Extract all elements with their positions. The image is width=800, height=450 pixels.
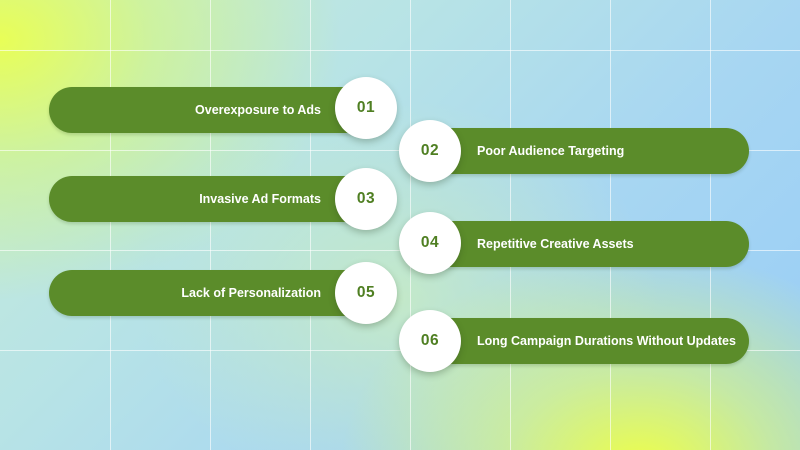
item-01-number: 01: [356, 99, 376, 116]
item-03-number: 03: [356, 190, 376, 207]
item-05-label: Lack of Personalization: [181, 286, 321, 300]
item-01-label: Overexposure to Ads: [195, 103, 321, 117]
item-01-badge: 01: [335, 77, 397, 139]
grid-line: [0, 50, 800, 51]
item-04-badge: 04: [399, 212, 461, 274]
item-04-label: Repetitive Creative Assets: [477, 237, 634, 251]
item-04-bar: [430, 221, 749, 267]
grid-line: [110, 0, 111, 450]
item-04-number: 04: [420, 234, 440, 251]
item-02-bar: [430, 128, 749, 174]
grid-line: [310, 0, 311, 450]
item-03-bar: [49, 176, 370, 222]
item-05-badge: 05: [335, 262, 397, 324]
item-02-badge: 02: [399, 120, 461, 182]
item-05-bar: [49, 270, 370, 316]
item-06-badge: 06: [399, 310, 461, 372]
item-02-label: Poor Audience Targeting: [477, 144, 625, 158]
item-06-label: Long Campaign Durations Without Updates: [477, 334, 736, 348]
item-02-number: 02: [420, 142, 440, 159]
item-03-label: Invasive Ad Formats: [199, 192, 321, 206]
item-01-bar: [49, 87, 370, 133]
item-06-number: 06: [420, 332, 440, 349]
item-03-badge: 03: [335, 168, 397, 230]
item-05-number: 05: [356, 284, 376, 301]
grid-line: [210, 0, 211, 450]
item-06-bar: [430, 318, 749, 364]
